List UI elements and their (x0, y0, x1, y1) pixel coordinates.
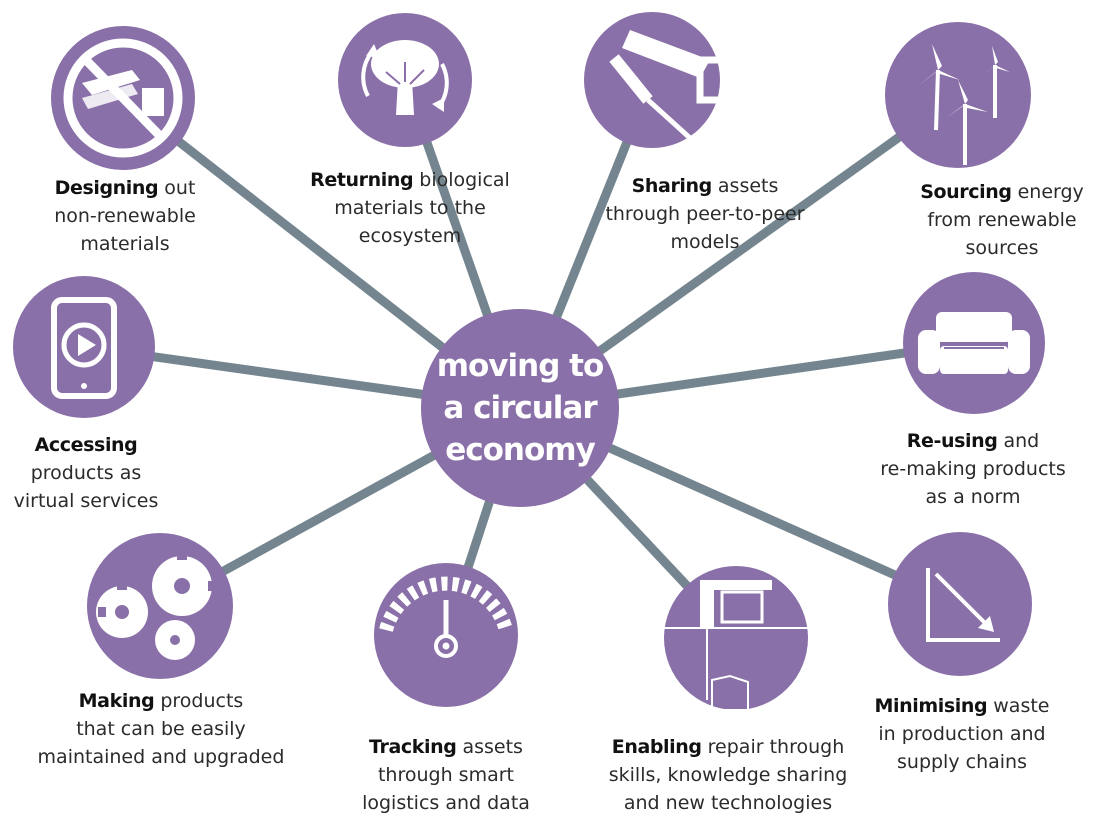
no-new-materials-icon (68, 43, 178, 153)
label-accessing-line3: virtual services (13, 490, 159, 512)
node-sourcing-circle (885, 22, 1031, 168)
node-accessing (13, 276, 155, 418)
label-designing-line2: non-renewable (54, 205, 196, 227)
label-reusing-line3: as a norm (925, 486, 1021, 508)
node-sharing-circle (584, 12, 720, 148)
label-enabling-rest: repair through (701, 736, 845, 758)
gauge-icon (386, 584, 506, 656)
label-enabling: Enabling repair through skills, knowledg… (590, 733, 866, 817)
label-tracking-line2: through smart (377, 764, 514, 786)
label-tracking-line3: logistics and data (362, 792, 530, 814)
label-enabling-bold: Enabling (611, 736, 702, 758)
3d-printer-icon (664, 580, 810, 710)
declining-chart-icon (928, 568, 1000, 640)
node-reusing-circle (903, 272, 1045, 414)
label-sharing-bold: Sharing (631, 175, 713, 197)
label-sourcing-bold: Sourcing (920, 181, 1012, 203)
label-tracking-rest: assets (456, 736, 523, 758)
label-sharing-line3: models (670, 231, 740, 253)
label-designing-line3: materials (80, 233, 170, 255)
gears-icon (96, 552, 216, 660)
tablet-play-icon (54, 300, 114, 396)
label-sharing: Sharing assets through peer-to-peer mode… (592, 172, 818, 256)
label-sourcing-line2: from renewable (927, 209, 1077, 231)
hub-line-1: moving to (437, 348, 604, 384)
label-designing-bold: Designing (54, 177, 159, 199)
node-enabling (664, 566, 810, 710)
label-reusing-line2: re-making products (880, 458, 1066, 480)
label-minimising-line3: supply chains (897, 751, 1027, 773)
label-accessing-line2: products as (30, 462, 142, 484)
label-enabling-line3: and new technologies (623, 792, 833, 814)
hub-circle (421, 309, 619, 507)
label-reusing-rest: and (997, 430, 1040, 452)
node-sharing (584, 12, 736, 148)
label-making: Making products that can be easily maint… (30, 687, 292, 771)
wind-turbines-icon (918, 44, 1010, 165)
saw-screwdriver-icon (614, 30, 736, 138)
label-returning: Returning biological materials to the ec… (300, 166, 520, 250)
tree-cycle-icon (363, 40, 447, 115)
node-reusing (903, 272, 1045, 414)
node-returning (338, 13, 472, 147)
label-tracking-bold: Tracking (369, 736, 457, 758)
label-designing-rest: out (158, 177, 196, 199)
label-sourcing: Sourcing energy from renewable sources (914, 178, 1090, 262)
node-minimising (888, 532, 1032, 676)
node-making (87, 533, 233, 679)
label-making-bold: Making (78, 690, 155, 712)
label-tracking: Tracking assets through smart logistics … (340, 733, 552, 817)
label-designing: Designing out non-renewable materials (30, 174, 220, 258)
label-minimising: Minimising waste in production and suppl… (860, 692, 1064, 776)
node-designing (51, 26, 195, 170)
label-making-line2: that can be easily (76, 718, 246, 740)
label-minimising-bold: Minimising (874, 695, 988, 717)
label-minimising-rest: waste (987, 695, 1050, 717)
label-sourcing-rest: energy (1011, 181, 1084, 203)
label-making-rest: products (154, 690, 244, 712)
label-returning-line3: ecosystem (358, 225, 462, 247)
node-sourcing (885, 22, 1031, 168)
label-sharing-rest: assets (711, 175, 779, 197)
label-returning-rest: biological (413, 169, 510, 191)
label-sharing-line2: through peer-to-peer (605, 203, 805, 225)
label-making-line3: maintained and upgraded (37, 746, 285, 768)
label-sourcing-line3: sources (965, 237, 1039, 259)
label-accessing-bold: Accessing (34, 434, 138, 456)
node-minimising-circle (888, 532, 1032, 676)
label-returning-line2: materials to the (334, 197, 486, 219)
label-enabling-line2: skills, knowledge sharing (608, 764, 848, 786)
label-accessing: Accessing products as virtual services (2, 431, 170, 515)
hub-line-3: economy (445, 432, 595, 468)
hub: moving to a circular economy (421, 309, 619, 507)
label-minimising-line2: in production and (878, 723, 1046, 745)
label-reusing-bold: Re-using (906, 430, 998, 452)
node-tracking (374, 563, 518, 707)
hub-line-2: a circular (443, 390, 598, 426)
sofa-icon (918, 312, 1030, 374)
label-reusing: Re-using and re-making products as a nor… (870, 427, 1076, 511)
label-returning-bold: Returning (310, 169, 414, 191)
